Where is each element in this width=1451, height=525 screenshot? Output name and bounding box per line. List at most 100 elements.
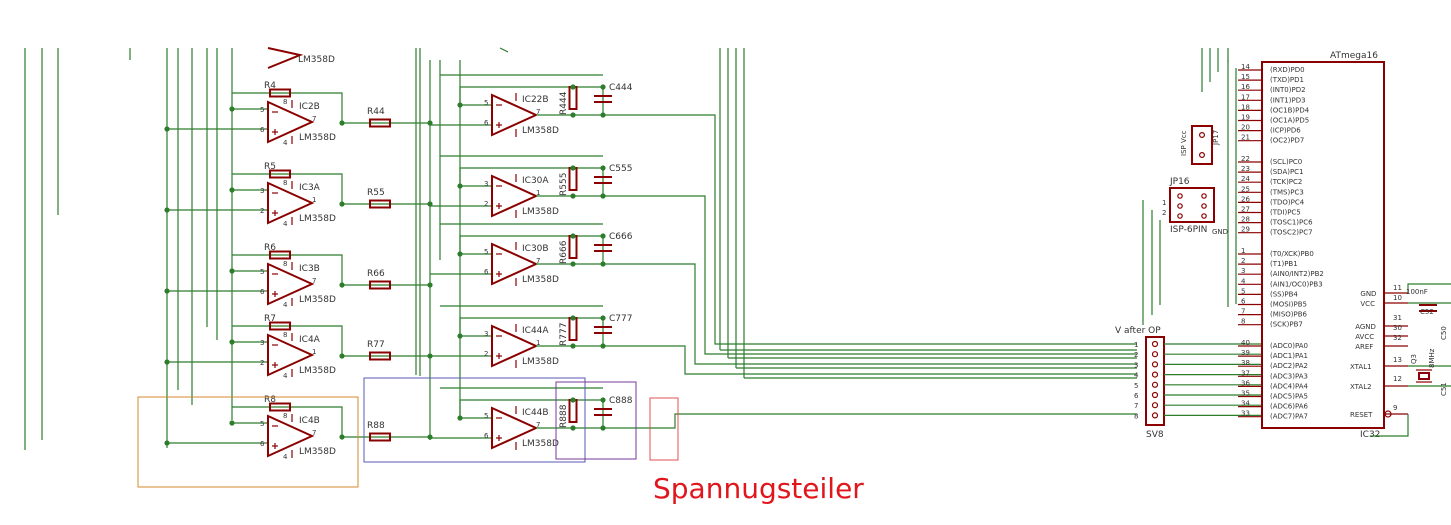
junction-dot (570, 193, 576, 199)
mcu-pin-number: 7 (1241, 308, 1245, 316)
feedback-resistor (568, 86, 578, 110)
mcu-pin-number: 30 (1393, 324, 1402, 332)
wire (430, 417, 492, 439)
mcu-pin-number: 12 (1393, 375, 1402, 383)
mcu-pin-number: 28 (1241, 216, 1250, 224)
filter-capacitor (594, 95, 612, 103)
junction-dot (229, 187, 235, 193)
mcu-pin-label: (ADC3)PA3 (1270, 372, 1308, 380)
feedback-resistor (269, 402, 291, 412)
capacitor-label: C51 (1440, 382, 1448, 396)
opamp-ic44a (491, 324, 539, 368)
header-pin-number: 1 (1162, 199, 1166, 207)
junction-dot (600, 233, 606, 239)
mcu-pin-label: (ADC1)PA1 (1270, 352, 1308, 360)
feedback-resistor (568, 317, 578, 341)
mcu-pin-number: 40 (1241, 339, 1250, 347)
mcu-pin-label: XTAL2 (1350, 383, 1372, 391)
part-label: LM358D (299, 214, 336, 224)
header-pin (1177, 203, 1183, 209)
pin-number: 5 (260, 268, 264, 276)
pin-number: 2 (260, 207, 264, 215)
opamp-partial-label: LM358D (298, 55, 335, 65)
junction-dot (570, 343, 576, 349)
ic-label: IC30A (522, 176, 549, 186)
pin-number: 1 (312, 348, 316, 356)
pin-number: 3 (260, 339, 264, 347)
junction-dot (164, 288, 170, 294)
junction-dot (229, 106, 235, 112)
mcu-pin-label: (RXD)PD0 (1270, 66, 1305, 74)
junction-dot (427, 282, 433, 288)
crystal-ref: Q3 (1410, 354, 1418, 364)
wire (603, 345, 1137, 375)
mcu-pin-label: (OC1A)PD5 (1270, 117, 1309, 125)
jp17-name: JP17 (1212, 130, 1220, 146)
connector-pin-number: 5 (1134, 382, 1138, 390)
wire (603, 263, 1137, 365)
connector-pin-number: 1 (1134, 341, 1138, 349)
connector-pin-number: 6 (1134, 392, 1139, 400)
wire (430, 185, 492, 207)
part-label: LM358D (522, 439, 559, 449)
junction-dot (570, 233, 576, 239)
junction-dot (164, 359, 170, 365)
part-label: LM358D (299, 366, 336, 376)
series-resistor (369, 432, 391, 442)
mcu-pin-number: 1 (1241, 247, 1245, 255)
annotation-text: Spannugsteiler (653, 472, 864, 505)
pin-number: 2 (484, 200, 488, 208)
header-pin (1177, 193, 1183, 199)
mcu-pin-number: 32 (1393, 334, 1402, 342)
header-pin (1201, 203, 1207, 209)
mcu-pin-number: 35 (1241, 390, 1250, 398)
ic-label: IC3A (299, 183, 321, 193)
mcu-pin-label: (SCK)PB7 (1270, 321, 1303, 329)
pin-number: 7 (536, 108, 540, 116)
capacitor-label: C444 (609, 83, 633, 93)
resistor-label: R8 (264, 395, 276, 405)
junction-dot (457, 251, 463, 257)
pin-number: 5 (484, 412, 488, 420)
mcu-pin-number: 10 (1393, 294, 1402, 302)
wire (1370, 283, 1451, 437)
mcu-pin-label: (MOSI)PB5 (1270, 301, 1307, 309)
opamp-ic30a (491, 174, 539, 218)
pin-number: 1 (536, 189, 540, 197)
ic-label: IC44B (522, 408, 549, 418)
mcu-pin-label: XTAL1 (1350, 363, 1372, 371)
pin-number: 2 (260, 359, 264, 367)
mcu-pin-number: 17 (1241, 93, 1250, 101)
mcu-pin-label: (TDO)PC4 (1270, 198, 1305, 206)
junction-dot (164, 440, 170, 446)
feedback-resistor (269, 321, 291, 331)
mcu-pin-label: (ADC5)PA5 (1270, 393, 1308, 401)
junction-dot (427, 434, 433, 440)
pin-number: 7 (312, 277, 316, 285)
jp17-label: ISP Vcc (1180, 130, 1188, 156)
pin-number: 8 (283, 179, 287, 187)
mcu-pin-number: 8 (1241, 318, 1245, 326)
wire (603, 413, 1137, 429)
jp16-label: ISP-6PIN (1170, 225, 1207, 235)
resistor-label: R6 (264, 243, 276, 253)
pin-number: 3 (260, 187, 264, 195)
capacitor-value: 100nF (1406, 288, 1428, 296)
filter-capacitor (594, 176, 612, 184)
pin-number: 8 (283, 98, 287, 106)
frame-purple (555, 381, 637, 460)
junction-dot (570, 425, 576, 431)
opamp-ic3a (267, 181, 315, 225)
series-resistor-label: R77 (367, 340, 385, 350)
mcu-pin-label: (ADC4)PA4 (1270, 382, 1309, 390)
opamp-ic4b (267, 414, 315, 458)
ic-label: IC3B (299, 264, 320, 274)
capacitor-label: C52 (1420, 308, 1434, 316)
